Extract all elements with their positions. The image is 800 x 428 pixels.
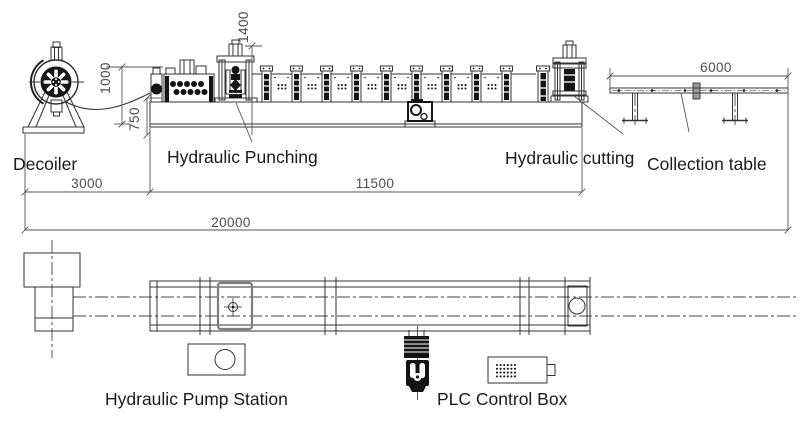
drive-motor-side-view xyxy=(404,99,436,128)
machine-plan-view xyxy=(149,277,591,335)
punching-leader-line xyxy=(235,102,253,143)
roll-forming-stands xyxy=(252,65,536,103)
hydraulic-punching-press xyxy=(214,39,258,103)
plan-centerlines xyxy=(51,240,798,358)
punching-module-plan xyxy=(216,281,254,331)
hydraulic-pump-station-label: Hydraulic Pump Station xyxy=(105,389,288,409)
machine-bed xyxy=(149,101,583,128)
decoiler-plan-view xyxy=(23,252,81,332)
dim-3000: 3000 xyxy=(71,176,103,191)
cutting-die-circle xyxy=(568,297,586,315)
dim-20000: 20000 xyxy=(211,215,251,230)
drive-motor-plan-view xyxy=(404,326,429,400)
plc-control-box xyxy=(487,356,556,384)
plc-control-box-label: PLC Control Box xyxy=(437,389,568,409)
collection-table-label: Collection table xyxy=(647,154,767,174)
collection-table-side-view xyxy=(609,82,789,126)
dimension-lines xyxy=(21,42,792,234)
steel-strip-path xyxy=(65,92,151,110)
dim-11500: 11500 xyxy=(356,176,395,191)
feeding-leveler-unit xyxy=(150,59,215,103)
decoiler-label: Decoiler xyxy=(13,154,77,174)
hydraulic-cutting-press xyxy=(536,40,589,103)
dim-1000: 1000 xyxy=(98,62,113,94)
cutting-leader-line xyxy=(573,95,624,135)
dim-750: 750 xyxy=(127,107,142,131)
hydraulic-cutting-label: Hydraulic cutting xyxy=(505,148,634,168)
collection-leader-line xyxy=(680,92,690,133)
dim-6000: 6000 xyxy=(700,60,732,75)
decoiler-side-view xyxy=(22,41,85,134)
dim-1400: 1400 xyxy=(236,11,251,43)
hydraulic-pump-station xyxy=(187,343,246,376)
hydraulic-punching-label: Hydraulic Punching xyxy=(167,147,318,167)
